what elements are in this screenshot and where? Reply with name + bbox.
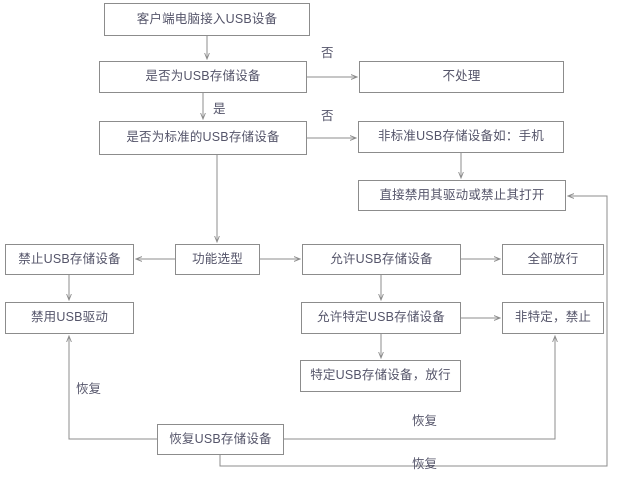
node-client-pc-usb-connect[interactable]: 客户端电脑接入USB设备 (104, 3, 310, 36)
node-nonstandard-usb-storage-device[interactable]: 非标准USB存储设备如：手机 (358, 121, 564, 153)
node-allow-specific-usb-storage-device[interactable]: 允许特定USB存储设备 (301, 302, 461, 334)
node-forbid-usb-storage-device[interactable]: 禁止USB存储设备 (5, 244, 134, 275)
node-restore-usb-storage-device[interactable]: 恢复USB存储设备 (157, 424, 284, 455)
node-allow-all[interactable]: 全部放行 (502, 244, 604, 275)
node-allow-usb-storage-device[interactable]: 允许USB存储设备 (302, 244, 461, 275)
edge-label-yes-1: 是 (213, 102, 226, 116)
node-function-selection[interactable]: 功能选型 (175, 244, 260, 275)
node-specific-usb-storage-device-pass[interactable]: 特定USB存储设备，放行 (300, 360, 461, 392)
node-disable-driver-or-block-open[interactable]: 直接禁用其驱动或禁止其打开 (358, 180, 566, 211)
edge-label-restore-3: 恢复 (412, 457, 438, 471)
node-is-standard-usb-storage-device[interactable]: 是否为标准的USB存储设备 (99, 121, 307, 155)
edge-label-no-1: 否 (321, 46, 334, 60)
edge-label-no-2: 否 (321, 109, 334, 123)
edge-label-restore-1: 恢复 (76, 382, 102, 396)
node-is-usb-storage-device[interactable]: 是否为USB存储设备 (99, 61, 307, 93)
node-nonspecific-forbidden[interactable]: 非特定，禁止 (502, 302, 604, 334)
edge-label-restore-2: 恢复 (412, 414, 438, 428)
node-no-action[interactable]: 不处理 (359, 61, 564, 93)
node-disable-usb-driver[interactable]: 禁用USB驱动 (5, 302, 134, 334)
